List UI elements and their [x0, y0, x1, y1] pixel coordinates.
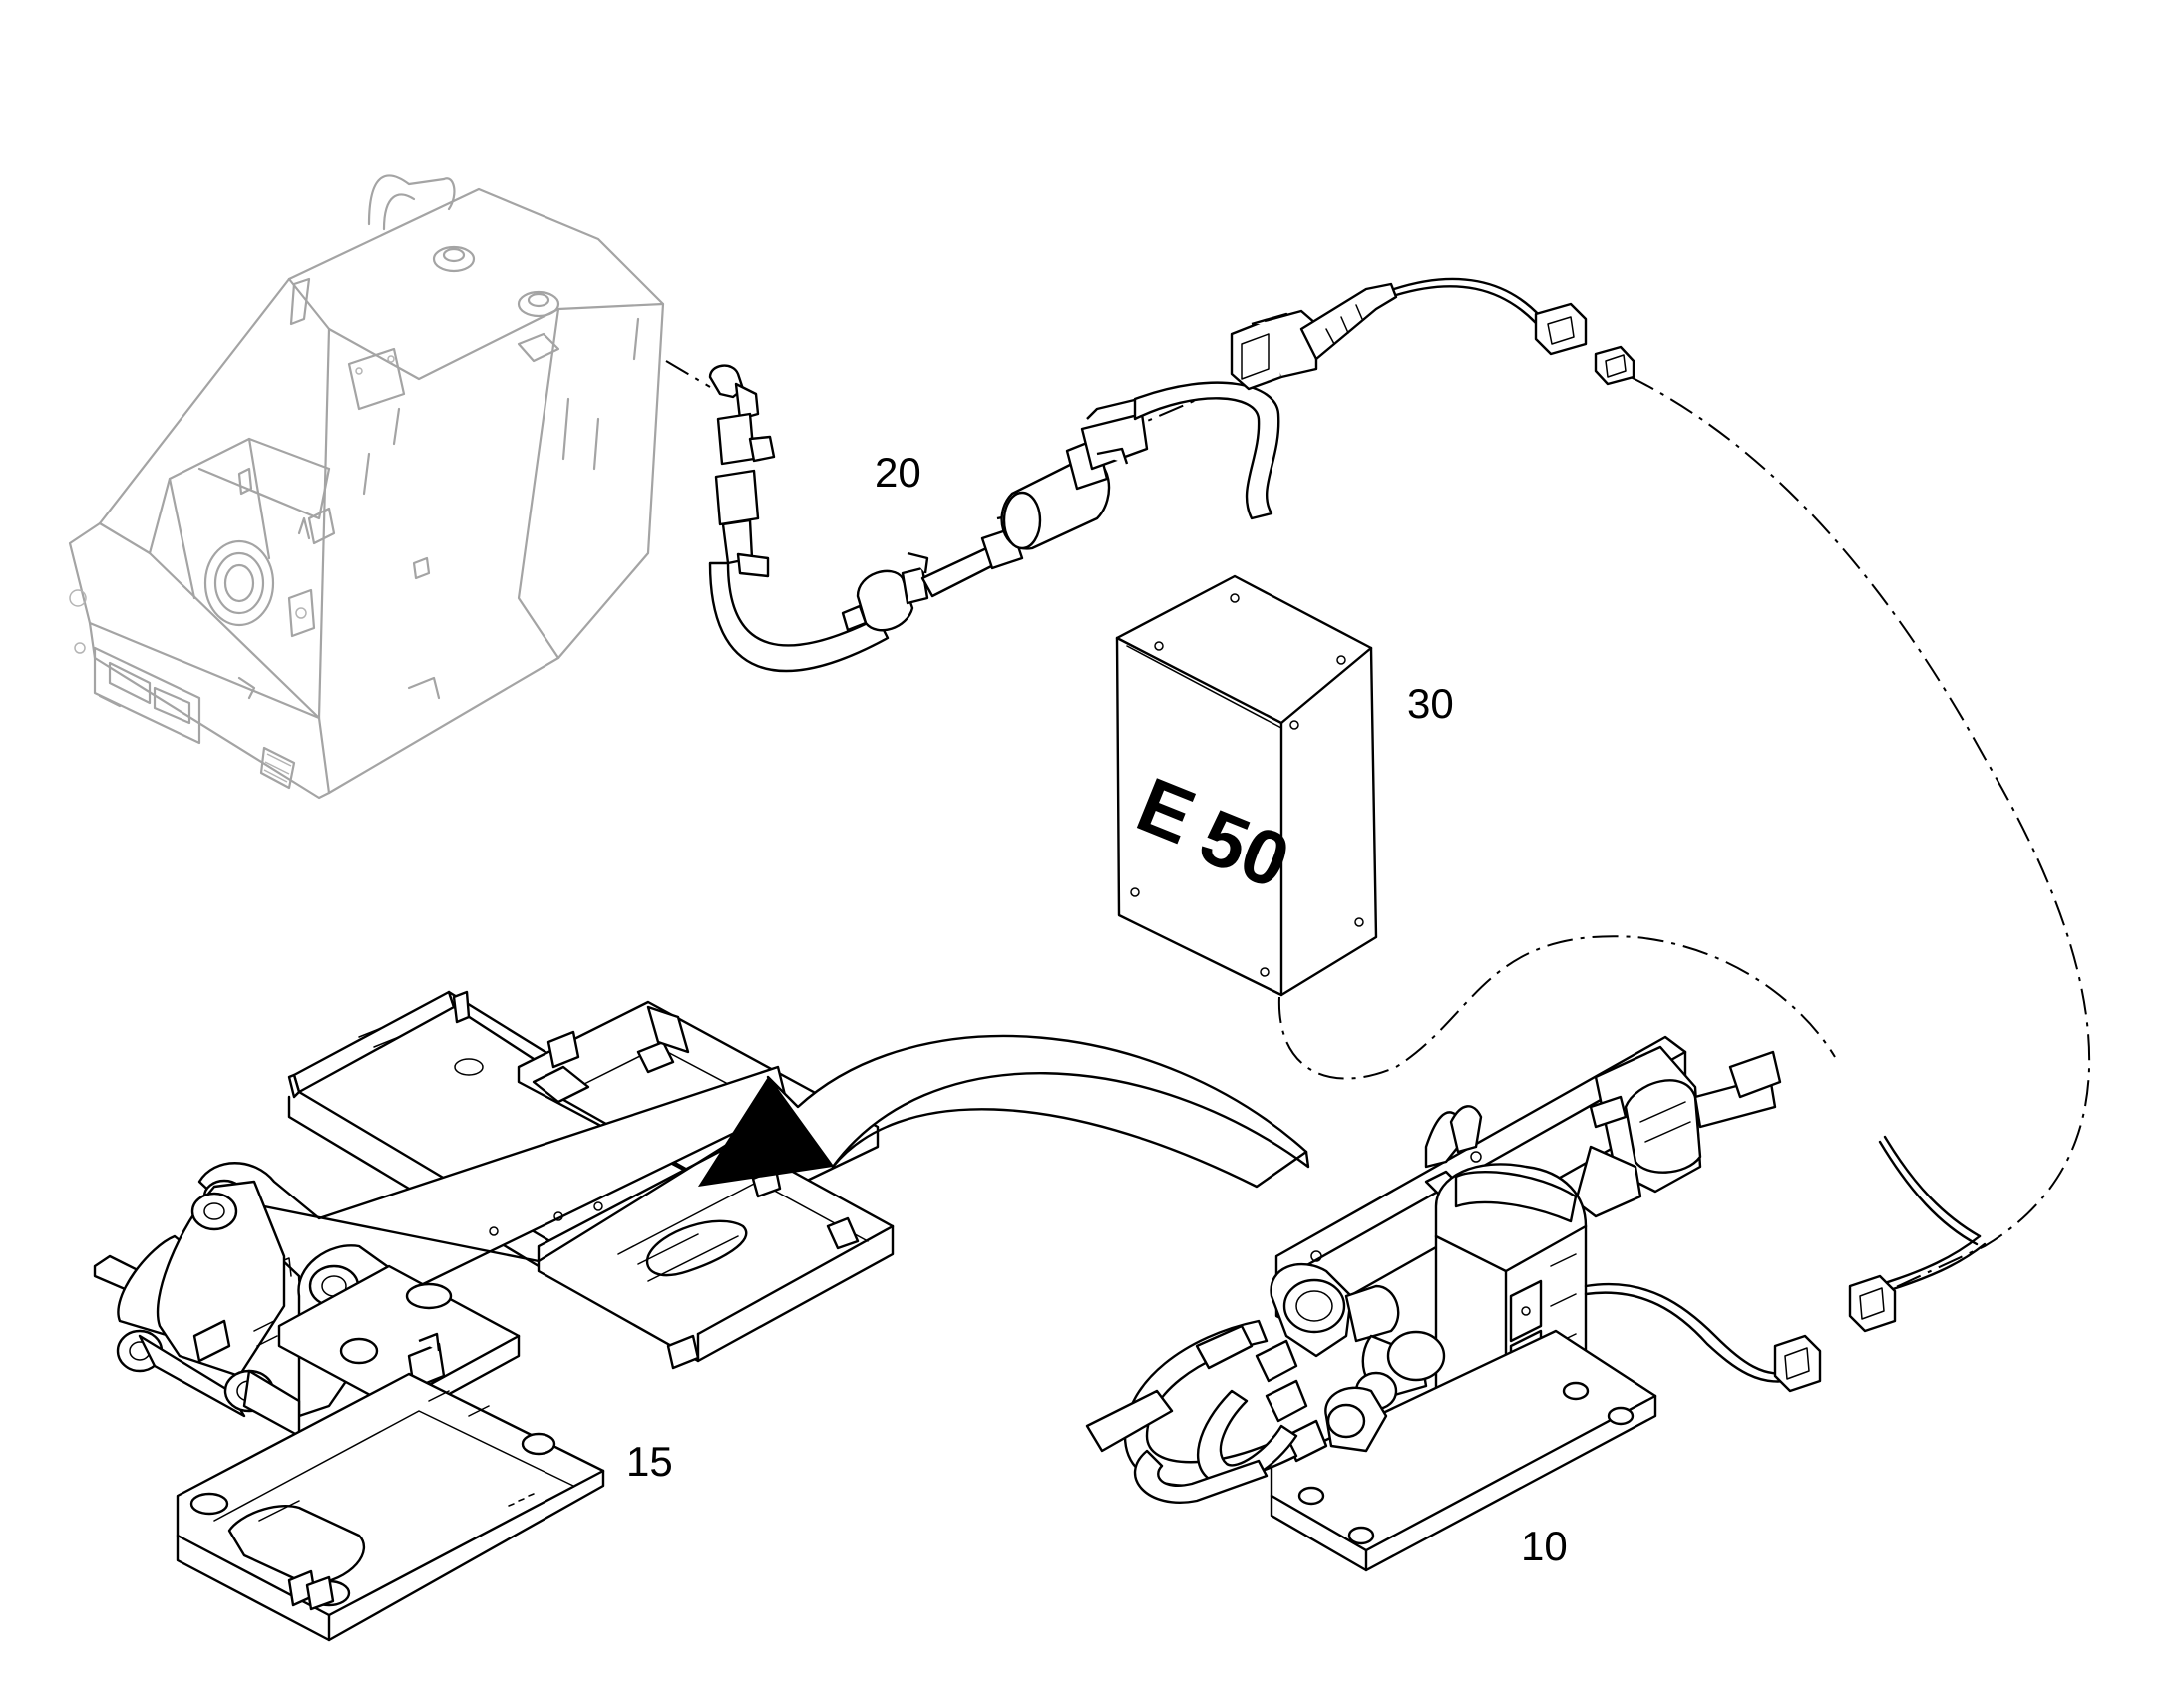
heater-unit [1085, 1035, 1987, 1572]
callout-20: 20 [875, 449, 921, 496]
callout-15: 15 [626, 1438, 673, 1485]
fuel-tank [68, 174, 665, 800]
callout-10: 10 [1521, 1523, 1568, 1569]
fuel-line-assembly [708, 277, 1635, 673]
control-box: E 50 [1115, 574, 1378, 997]
chassis-frame [93, 990, 1310, 1642]
callout-30: 30 [1407, 680, 1454, 727]
dashed-line-box-to-heater [1277, 935, 1836, 1080]
dashed-line-harness-to-heater [1630, 376, 2091, 1307]
dashed-line-tank-to-fitting [665, 360, 711, 388]
